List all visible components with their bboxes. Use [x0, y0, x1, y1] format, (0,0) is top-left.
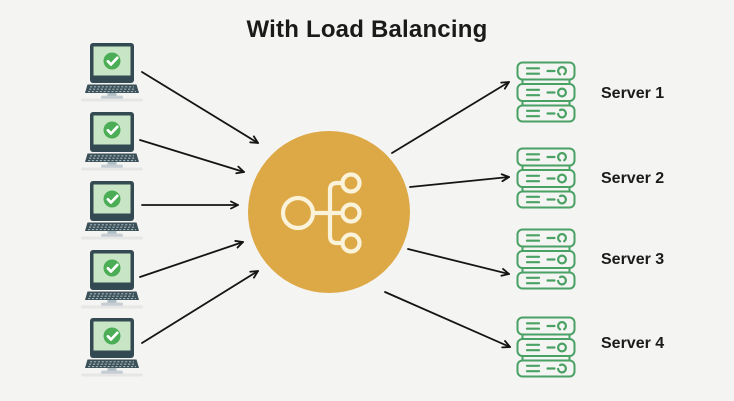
laptop-checkmark-icon: [81, 250, 143, 309]
laptop-checkmark-icon: [81, 112, 143, 171]
server-label-1: Server 1: [601, 85, 665, 102]
client-laptop-2: [81, 112, 143, 172]
server-node-3: [516, 228, 576, 290]
server-node-4: [516, 316, 576, 378]
arrow-client4-to-balancer: [139, 240, 244, 278]
load-balancer-icon: [280, 172, 362, 254]
checkmark-badge: [103, 52, 121, 70]
checkmark-badge: [103, 121, 121, 139]
server-stack-icon: [516, 316, 576, 378]
server-stack-icon: [516, 147, 576, 209]
arrow-client5-to-balancer: [141, 270, 259, 344]
checkmark-badge: [103, 190, 121, 208]
arrow-balancer-to-server2: [409, 173, 510, 188]
server-label-4: Server 4: [601, 335, 665, 352]
laptop-checkmark-icon: [81, 43, 143, 102]
checkmark-badge: [103, 327, 121, 345]
laptop-checkmark-icon: [81, 318, 143, 377]
arrow-client2-to-balancer: [139, 139, 245, 175]
server-stack-icon: [516, 228, 576, 290]
arrow-client1-to-balancer: [141, 71, 259, 144]
server-node-2: [516, 147, 576, 209]
arrow-balancer-to-server3: [407, 248, 510, 277]
load-balancer-node: [248, 131, 410, 293]
client-laptop-3: [81, 181, 143, 241]
server-stack-icon: [516, 61, 576, 123]
arrow-balancer-to-server4: [384, 291, 511, 349]
server-label-3: Server 3: [601, 251, 665, 268]
client-laptop-1: [81, 43, 143, 103]
laptop-checkmark-icon: [81, 181, 143, 240]
arrow-balancer-to-server1: [391, 81, 510, 154]
server-label-2: Server 2: [601, 170, 665, 187]
server-node-1: [516, 61, 576, 123]
client-laptop-4: [81, 250, 143, 310]
diagram-title: With Load Balancing: [246, 16, 488, 43]
balancer-to-server-arrows: [384, 81, 511, 349]
client-to-balancer-arrows: [139, 71, 259, 344]
checkmark-badge: [103, 259, 121, 277]
client-laptop-5: [81, 318, 143, 378]
